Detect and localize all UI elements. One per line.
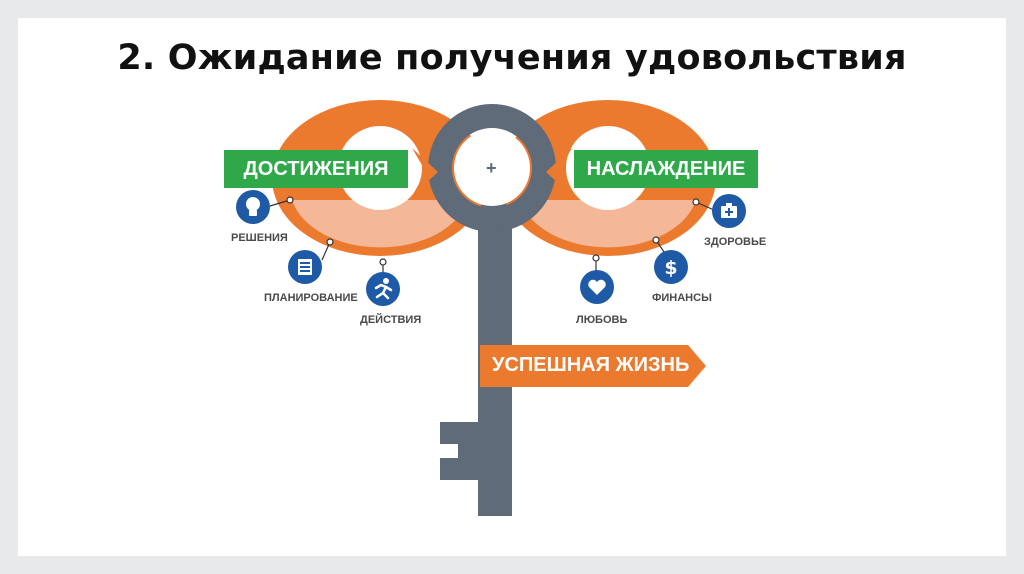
right-loop-light (520, 200, 696, 248)
actions-label: ДЕЙСТВИЯ (360, 314, 422, 326)
success-life-label: УСПЕШНАЯ ЖИЗНЬ (492, 354, 690, 376)
love-label: ЛЮБОВЬ (576, 314, 628, 326)
left-chevron (412, 148, 438, 196)
lightbulb-icon (236, 190, 270, 224)
key-bow (428, 104, 556, 232)
medical-kit-icon (712, 194, 746, 228)
pleasure-label: НАСЛАЖДЕНИЕ (586, 158, 746, 180)
list-icon (288, 250, 322, 284)
plus-sign: + (486, 158, 497, 178)
svg-text:$: $ (664, 257, 677, 279)
key-tooth-mid (458, 444, 480, 458)
pleasure-ribbon: НАСЛАЖДЕНИЕ (574, 150, 758, 188)
decisions-label: РЕШЕНИЯ (231, 232, 288, 244)
running-man-icon (366, 272, 400, 306)
finances-label: ФИНАНСЫ (652, 292, 712, 304)
success-arrow (480, 345, 706, 387)
planning-label: ПЛАНИРОВАНИЕ (264, 292, 358, 304)
slide-title: 2. Ожидание получения удовольствия (117, 38, 907, 78)
health-label: ЗДОРОВЬЕ (704, 236, 767, 248)
achievements-ribbon: ДОСТИЖЕНИЯ (224, 150, 408, 188)
heart-icon (580, 270, 614, 304)
key-tooth-bottom (440, 458, 480, 480)
key-bow-center (454, 130, 530, 206)
dollar-icon: $ (654, 250, 688, 284)
left-loop-light (292, 200, 468, 248)
right-chevron (546, 148, 572, 196)
achievements-label: ДОСТИЖЕНИЯ (243, 158, 389, 180)
key-tooth-top (440, 422, 480, 444)
